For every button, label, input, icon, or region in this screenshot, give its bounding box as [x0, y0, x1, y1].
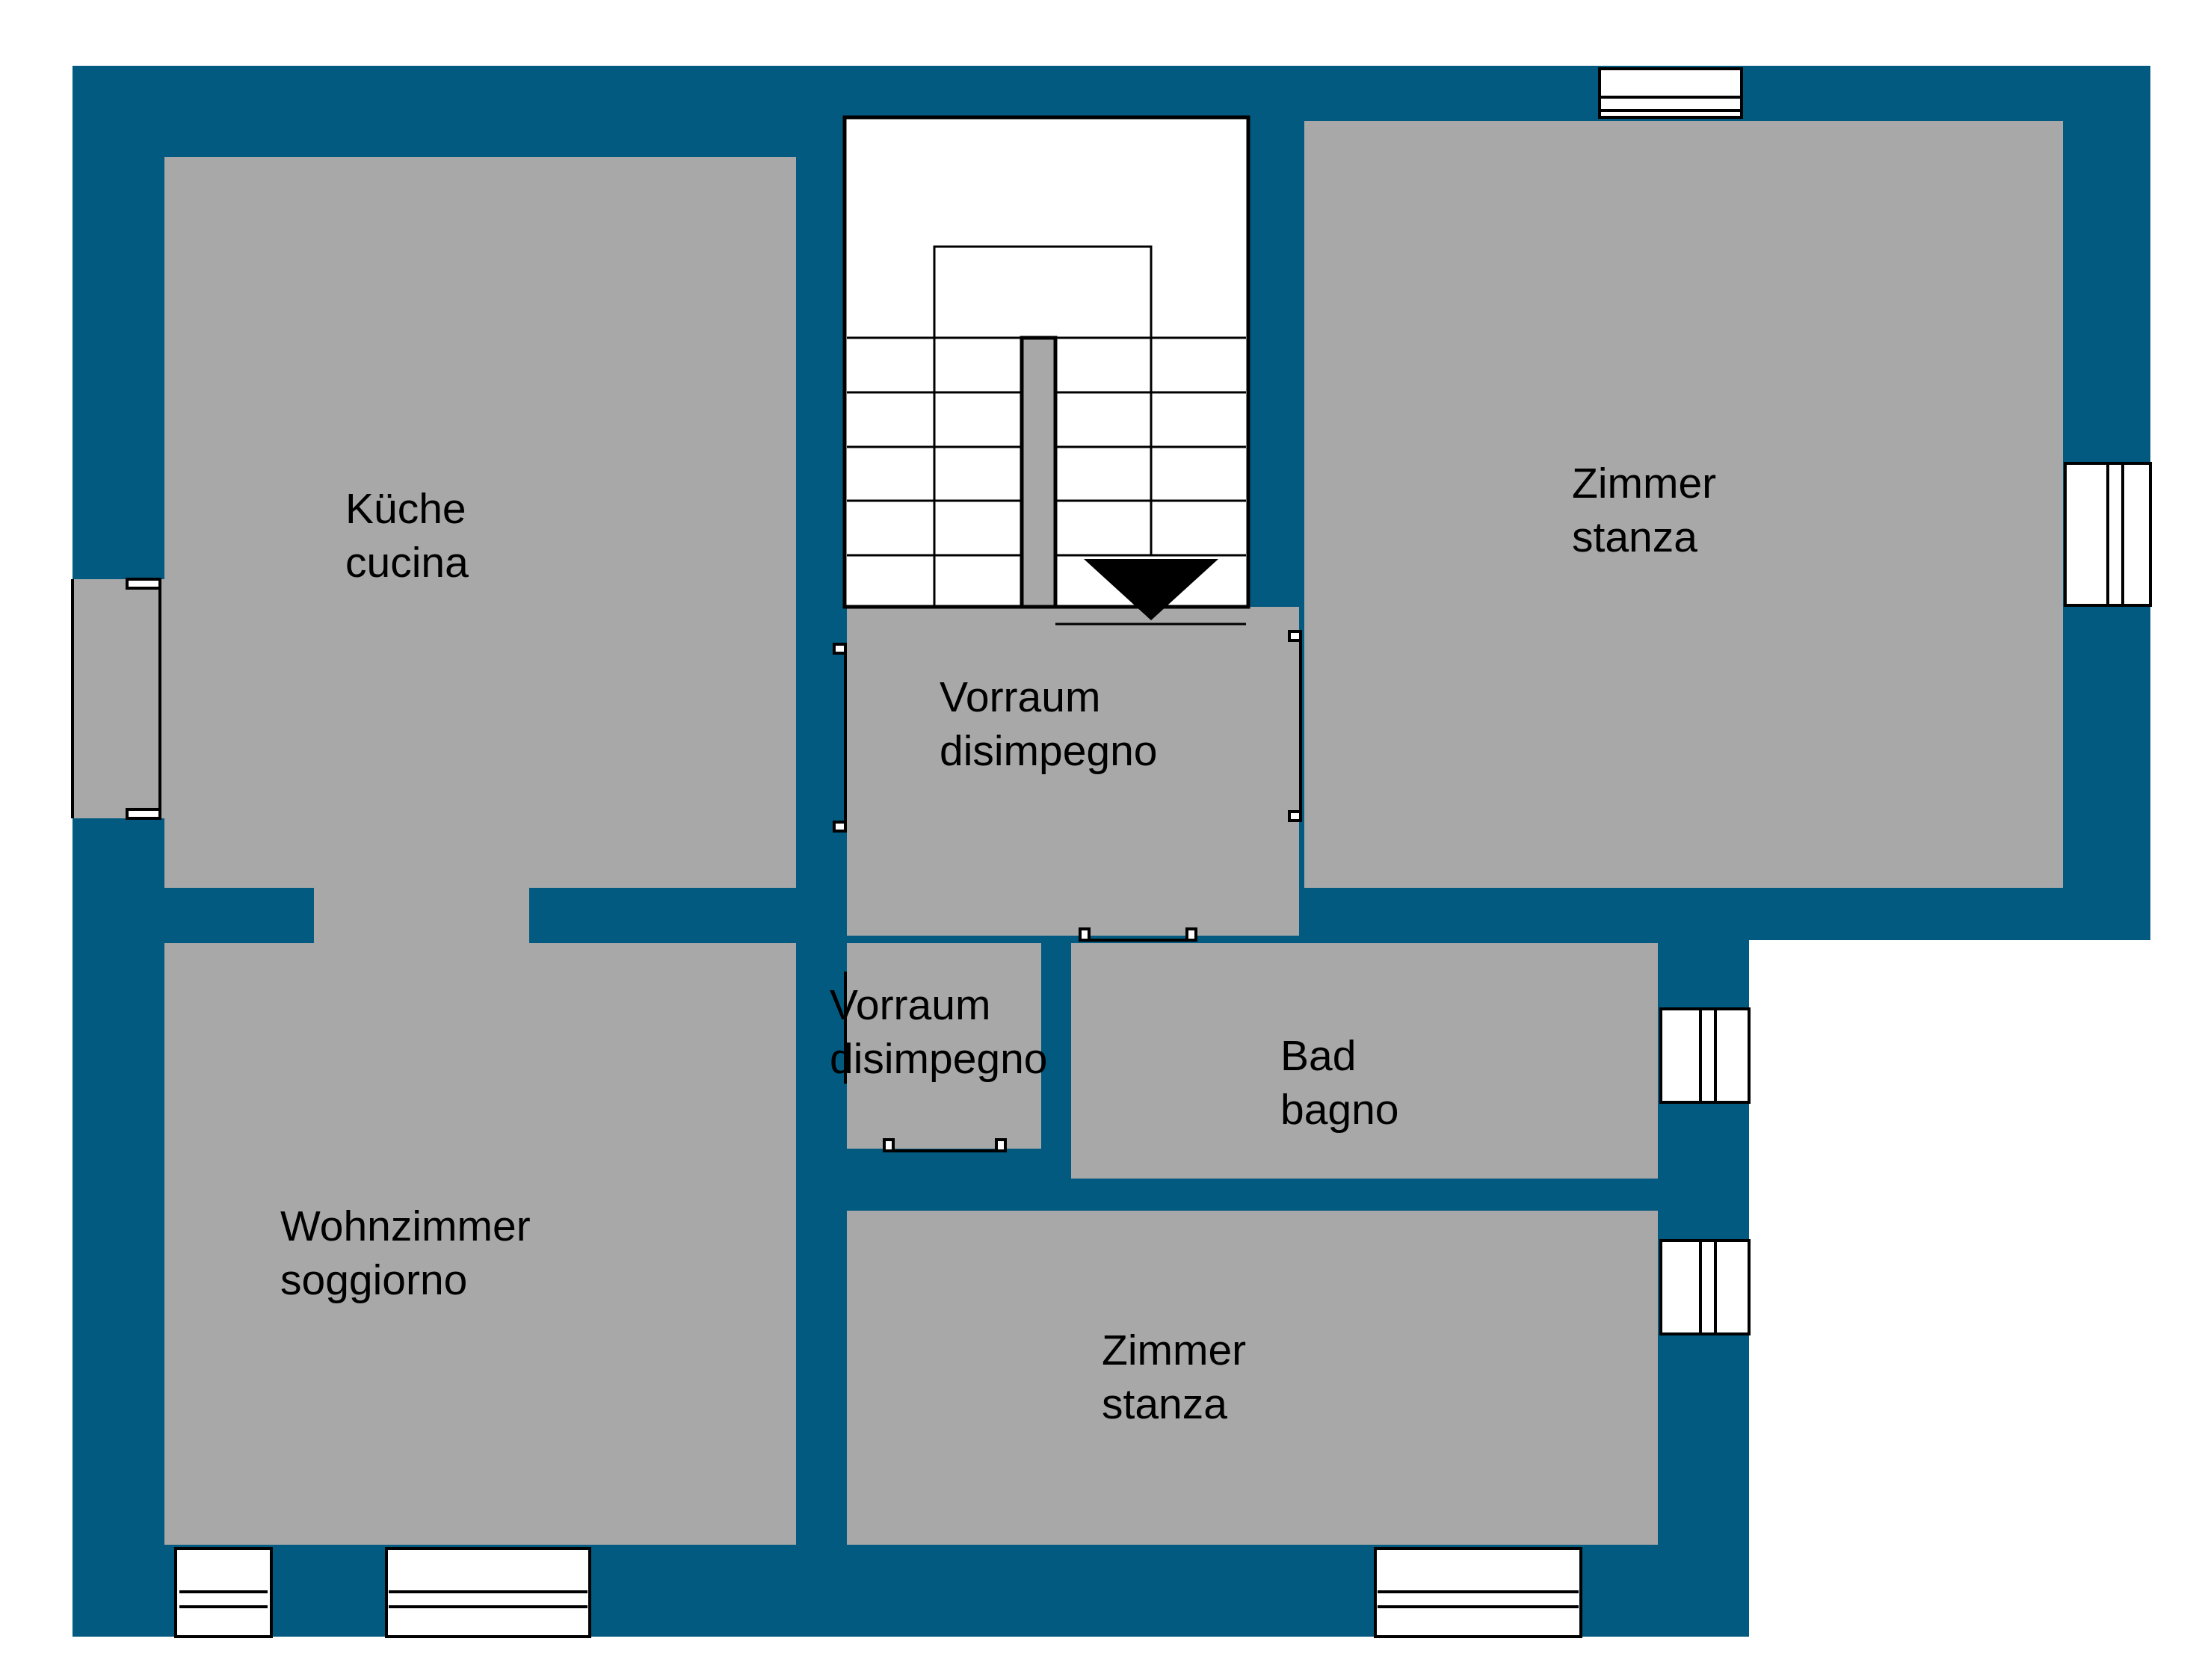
floor-living [164, 943, 796, 1545]
doors [833, 630, 1302, 1152]
stair-treads [847, 336, 1246, 626]
floor-kitchen [164, 157, 796, 888]
room-label-bath-it: bagno [1280, 1086, 1399, 1134]
door-opening-icon-kitchen [833, 643, 847, 833]
room-label-room-ne-it: stanza [1572, 513, 1697, 561]
floor-window-niche-west [73, 579, 164, 818]
triangle-down-icon [1084, 559, 1218, 620]
staircase [842, 115, 1250, 626]
door-opening-icon-room-s [883, 1138, 1007, 1152]
room-label-room-s-it: stanza [1102, 1380, 1227, 1428]
door-opening-icon-room-ne [1288, 630, 1302, 822]
labels: Küche cucina Vorraum disimpegno Zimmer s… [280, 460, 1716, 1428]
floor-room-ne [1304, 121, 2063, 888]
room-label-living-de: Wohnzimmer [280, 1202, 531, 1250]
window-icon-room-s-east [1659, 1239, 1751, 1335]
room-label-bath-de: Bad [1280, 1032, 1356, 1080]
room-label-hall-upper-de: Vorraum [940, 673, 1100, 721]
room-label-hall-upper-it: disimpegno [940, 727, 1158, 775]
window-icon-bath [1659, 1007, 1751, 1104]
room-label-living-it: soggiorno [280, 1256, 467, 1304]
floors [73, 121, 2063, 1545]
window-icon-north [1598, 67, 1743, 119]
window-icon-south-1 [174, 1547, 273, 1638]
floor-hall-upper [847, 607, 1299, 936]
window-icon-south-2 [385, 1547, 591, 1638]
room-label-room-s-de: Zimmer [1102, 1327, 1246, 1374]
stair-handrail [1020, 336, 1058, 609]
room-label-hall-lower-it: disimpegno [830, 1035, 1048, 1083]
room-label-kitchen-it: cucina [345, 539, 469, 587]
floor-room-s [847, 1211, 1658, 1545]
door-opening-icon-hall-link [1079, 927, 1197, 942]
floor-hall-lower [847, 943, 1041, 1149]
room-label-hall-lower-de: Vorraum [830, 981, 990, 1029]
floor-kitchen-living-opening [314, 882, 529, 949]
room-label-room-ne-de: Zimmer [1572, 460, 1716, 507]
floor-bath [1071, 943, 1658, 1179]
room-label-kitchen-de: Küche [345, 485, 466, 533]
window-icon-east [2064, 462, 2152, 607]
window-icon-south-3 [1374, 1547, 1582, 1638]
window-icon-west [71, 578, 161, 820]
windows [71, 67, 2152, 1638]
